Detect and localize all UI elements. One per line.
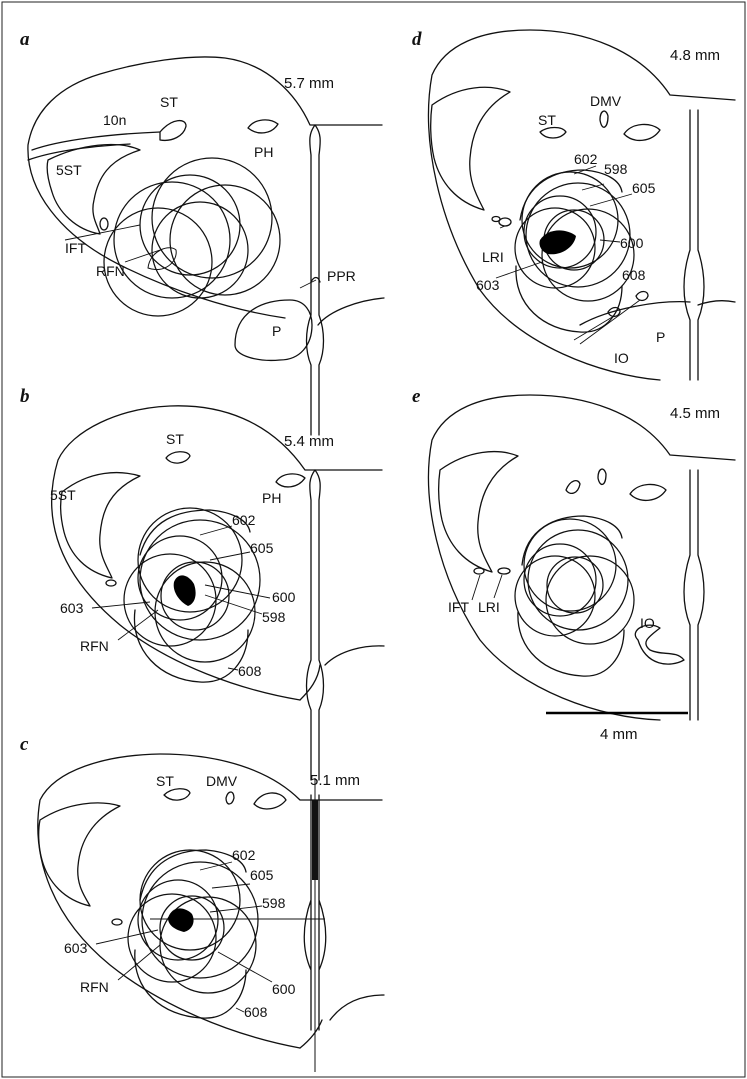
scale-bar-label: 4 mm <box>600 726 638 743</box>
label-5st: 5ST <box>50 487 76 503</box>
label-598: 598 <box>604 161 628 177</box>
panel-letter: e <box>412 386 421 407</box>
label-603: 603 <box>64 940 88 956</box>
lri-nucleus <box>499 218 511 226</box>
midline-raphe <box>307 470 324 780</box>
label-600: 600 <box>272 589 296 605</box>
scale-bar: 4 mm <box>546 713 688 743</box>
prepositus-hypoglossi <box>276 474 305 487</box>
ventral-outline <box>300 995 384 1048</box>
label-10n: 10n <box>103 112 126 128</box>
prepositus-hypoglossi <box>248 120 278 133</box>
small-nucleus <box>100 218 108 230</box>
lri-nucleus <box>498 568 510 574</box>
panel-e: e 4.5 mm IFT LRI IO <box>412 386 735 720</box>
panel-letter: c <box>20 734 29 755</box>
spinal-trigeminal-nucleus <box>47 145 140 234</box>
pyramid <box>580 302 690 325</box>
spinal-trigeminal-nucleus <box>439 452 518 572</box>
solitary-tract <box>164 789 190 800</box>
io-nucleus-2 <box>636 292 648 301</box>
label-lri: LRI <box>478 599 500 615</box>
spinal-trigeminal-nucleus <box>39 803 120 906</box>
section-outline <box>429 30 735 380</box>
contralateral-outline <box>318 298 384 325</box>
label-605: 605 <box>250 540 274 556</box>
recording-circles <box>515 516 634 676</box>
label-ph: PH <box>254 144 273 160</box>
label-ph: PH <box>262 490 281 506</box>
solitary-tract <box>540 128 566 139</box>
label-lri: LRI <box>482 249 504 265</box>
label-ppr: PPR <box>327 268 356 284</box>
label-dmv: DMV <box>590 93 622 109</box>
recording-circles <box>128 850 258 1018</box>
label-st: ST <box>166 431 184 447</box>
midline-raphe <box>684 110 704 380</box>
dmv <box>226 792 234 804</box>
recording-circles <box>104 158 280 316</box>
prepositus-hypoglossi <box>624 124 660 140</box>
label-5st: 5ST <box>56 162 82 178</box>
midline-raphe <box>684 470 704 720</box>
label-602: 602 <box>232 847 256 863</box>
label-rfn: RFN <box>96 263 125 279</box>
panel-letter: b <box>20 386 30 407</box>
label-ift: IFT <box>448 599 469 615</box>
label-603: 603 <box>60 600 84 616</box>
spinal-trigeminal-nucleus <box>431 87 510 210</box>
pyramid-outline <box>300 646 384 700</box>
panel-d: d 4.8 mm DMV ST <box>412 29 735 380</box>
label-598: 598 <box>262 609 286 625</box>
solitary-tract <box>160 121 186 141</box>
dmv <box>600 111 608 127</box>
label-603: 603 <box>476 277 500 293</box>
small-nucleus <box>106 580 116 586</box>
label-608: 608 <box>238 663 262 679</box>
label-605: 605 <box>250 867 274 883</box>
label-st: ST <box>160 94 178 110</box>
depth-label: 5.7 mm <box>284 75 334 92</box>
label-rfn: RFN <box>80 979 109 995</box>
label-io: IO <box>614 350 629 366</box>
depth-label: 4.5 mm <box>670 405 720 422</box>
prepositus-hypoglossi <box>254 793 286 809</box>
solitary-tract <box>166 452 190 463</box>
small-nucleus <box>492 217 500 222</box>
label-608: 608 <box>622 267 646 283</box>
label-io: IO <box>640 615 655 631</box>
label-ift: IFT <box>65 240 86 256</box>
ift-nucleus <box>474 568 484 574</box>
label-602: 602 <box>574 151 598 167</box>
panel-a: a 5.7 mm ST 10n 5ST PH IFT RFN PPR P <box>20 29 384 435</box>
nucleus-2 <box>598 469 606 484</box>
depth-label: 4.8 mm <box>670 47 720 64</box>
label-608: 608 <box>244 1004 268 1020</box>
recording-circles <box>124 508 260 682</box>
label-rfn: RFN <box>80 638 109 654</box>
panel-letter: d <box>412 29 422 50</box>
label-600: 600 <box>620 235 644 251</box>
panel-c: c 5.1 mm ST DMV 602 <box>20 734 384 1072</box>
depth-label: 5.1 mm <box>310 772 360 789</box>
label-st: ST <box>156 773 174 789</box>
label-598: 598 <box>262 895 286 911</box>
nucleus-1 <box>566 481 580 494</box>
label-st: ST <box>538 112 556 128</box>
panel-letter: a <box>20 29 30 50</box>
label-602: 602 <box>232 512 256 528</box>
label-p: P <box>272 323 281 339</box>
depth-label: 5.4 mm <box>284 433 334 450</box>
label-605: 605 <box>632 180 656 196</box>
small-nucleus <box>112 919 122 925</box>
panel-b: b 5.4 mm ST 5ST PH 602 605 60 <box>20 386 384 780</box>
label-p: P <box>656 329 665 345</box>
label-dmv: DMV <box>206 773 238 789</box>
label-600: 600 <box>272 981 296 997</box>
prepositus-hypoglossi <box>630 484 666 500</box>
